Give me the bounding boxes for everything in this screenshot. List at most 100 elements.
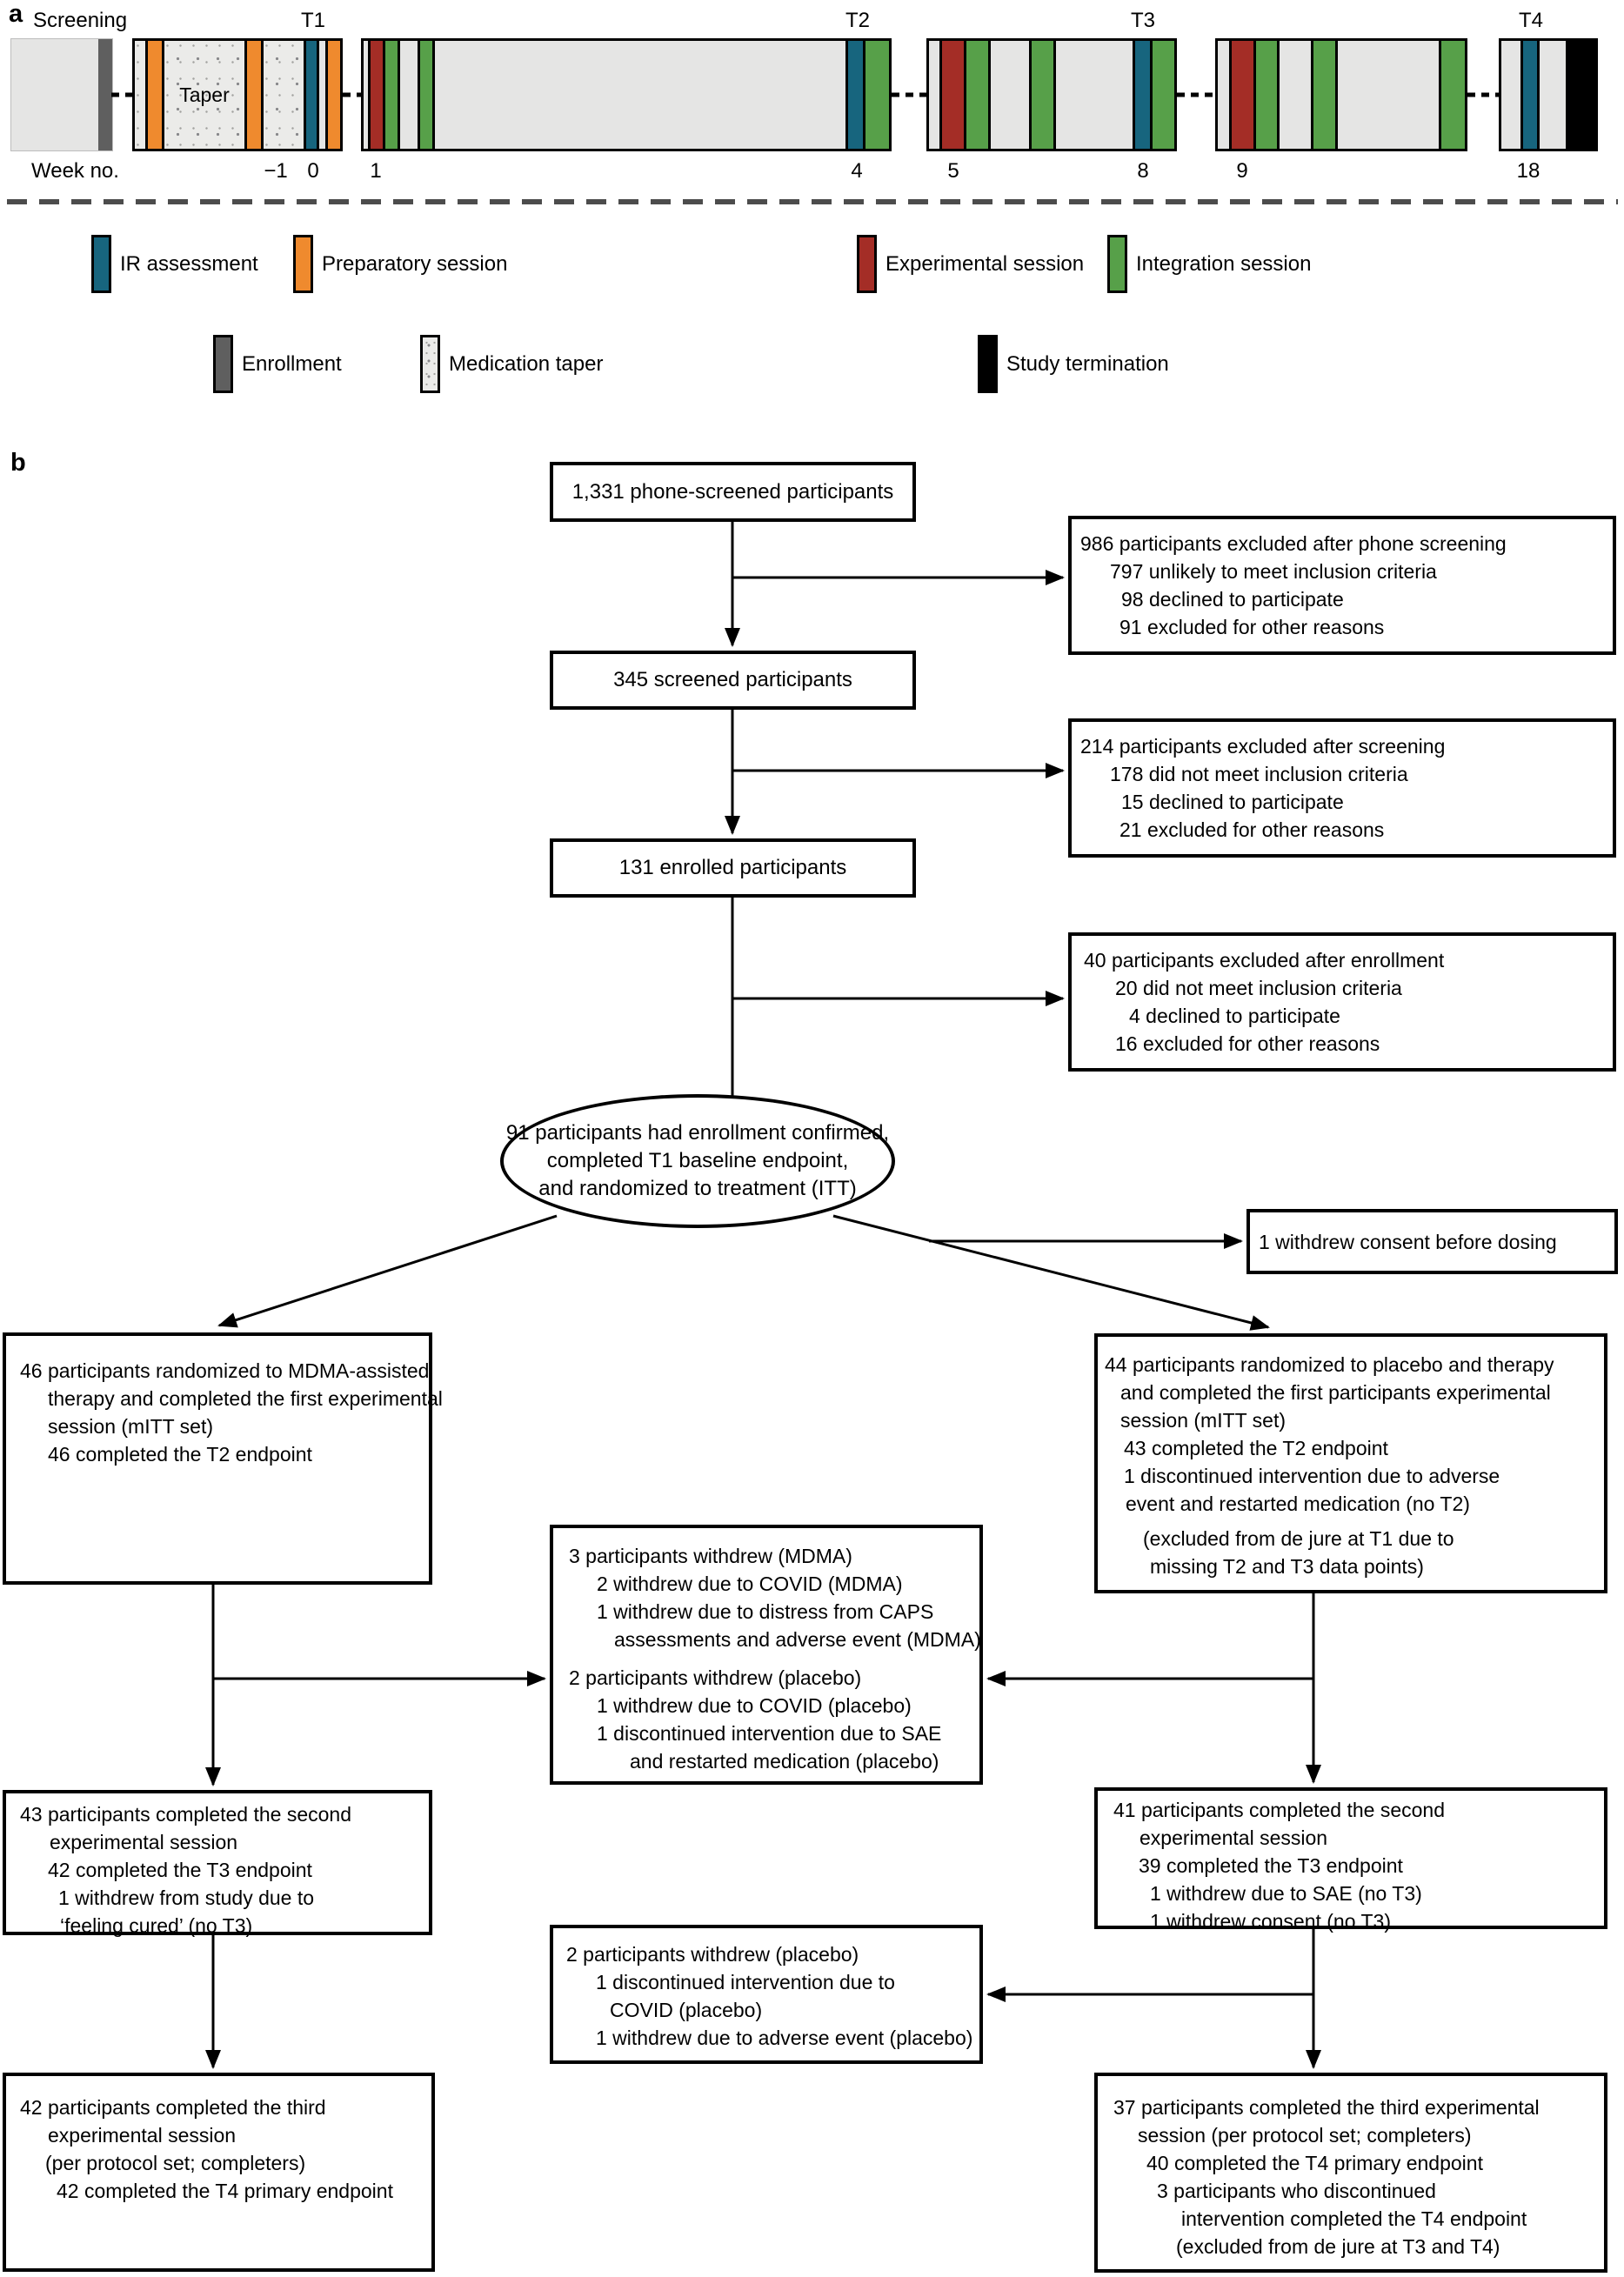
enroll-legend-swatch-icon	[213, 335, 233, 393]
prep-legend-swatch-icon	[293, 235, 313, 293]
flow-box-line: 46 participants randomized to MDMA-assis…	[20, 1359, 430, 1382]
flow-box-placebo-second-session: 41 participants completed the second expe…	[1094, 1787, 1607, 1933]
gray-session-block	[319, 41, 325, 149]
flow-box-line: missing T2 and T3 data points)	[1150, 1555, 1424, 1578]
gray-session-block	[929, 41, 939, 149]
term-session-block	[1568, 41, 1595, 149]
legend-label: Experimental session	[886, 251, 1085, 276]
taper-legend-swatch-icon	[420, 335, 440, 393]
timeline-segment-t4	[1499, 38, 1598, 151]
flow-box-line: experimental session	[48, 2124, 237, 2147]
legend-label: IR assessment	[120, 251, 258, 276]
week-number: −1	[264, 159, 288, 183]
gray-session-block	[1280, 41, 1311, 149]
flow-box-enrolled: 131 enrolled participants	[550, 838, 916, 898]
flow-box-line: and restarted medication (placebo)	[630, 1750, 939, 1773]
flow-box-line: experimental session	[50, 1831, 238, 1853]
gray-session-block	[1218, 41, 1229, 149]
timepoint-label-T4: T4	[1518, 9, 1544, 32]
flow-box-line: 2 participants withdrew (placebo)	[566, 1943, 859, 1966]
week-number: 8	[1137, 159, 1149, 183]
flow-box-placebo-randomized: 44 participants randomized to placebo an…	[1094, 1333, 1607, 1593]
enroll-session-block	[98, 39, 112, 150]
flow-box-line: 91 excluded for other reasons	[1119, 616, 1385, 638]
flow-box-line: 44 participants randomized to placebo an…	[1105, 1353, 1554, 1376]
flow-box-line: 42 completed the T4 primary endpoint	[57, 2180, 393, 2202]
flow-box-line: and completed the first participants exp…	[1120, 1381, 1551, 1404]
taper-session-block	[264, 41, 304, 149]
flow-box-line: event and restarted medication (no T2)	[1126, 1492, 1470, 1515]
flow-box-line: 1 withdrew due to distress from CAPS	[597, 1600, 934, 1623]
flow-box-line: intervention completed the T4 endpoint	[1181, 2207, 1527, 2230]
legend-item-enroll: Enrollment	[213, 335, 342, 393]
gray-session-block	[1338, 41, 1439, 149]
flow-box-line: 131 enrolled participants	[618, 856, 847, 879]
gray-session-block	[991, 41, 1029, 149]
flow-box-line: 1,331 phone-screened participants	[571, 479, 894, 504]
gray-session-block	[435, 41, 845, 149]
legend-item-taper: Medication taper	[420, 335, 603, 393]
flow-box-line: 797 unlikely to meet inclusion criteria	[1110, 560, 1437, 583]
timeline-segment-t2	[361, 38, 892, 151]
timeline-segment-screening	[10, 38, 113, 151]
ir-session-block	[306, 41, 317, 149]
flow-box-screened: 345 screened participants	[550, 651, 916, 710]
legend-item-ir: IR assessment	[91, 235, 258, 293]
flow-box-line: (excluded from de jure at T3 and T4)	[1176, 2235, 1500, 2258]
flow-box-line: COVID (placebo)	[610, 1999, 763, 2021]
flow-box-line: 1 withdrew consent before dosing	[1259, 1230, 1557, 1253]
timepoint-label-T3: T3	[1130, 9, 1156, 32]
taper-session-block	[135, 41, 145, 149]
week-number: 4	[851, 159, 863, 183]
week-number: 5	[947, 159, 959, 183]
flow-box-line: 41 participants completed the second	[1113, 1799, 1446, 1821]
flow-box-line: 1 discontinued intervention due to SAE	[597, 1722, 942, 1745]
flow-box-line: 1 withdrew due to COVID (placebo)	[597, 1694, 912, 1717]
integ-session-block	[1441, 41, 1465, 149]
flow-box-placebo-third-session: 37 participants completed the third expe…	[1094, 2073, 1607, 2273]
itt-randomization-ellipse: 91 participants had enrollment confirmed…	[500, 1094, 895, 1228]
legend-label: Integration session	[1136, 251, 1312, 276]
ir-session-block	[1523, 41, 1537, 149]
flow-box-excluded-phone-screening: 986 participants excluded after phone sc…	[1068, 516, 1616, 655]
week-number: 1	[370, 159, 382, 183]
flow-box-line: 1 withdrew consent (no T3)	[1150, 1910, 1391, 1933]
prep-session-block	[328, 41, 340, 149]
integ-session-block	[1313, 41, 1335, 149]
term-legend-swatch-icon	[978, 335, 998, 393]
flow-box-line: session (mITT set)	[1120, 1409, 1286, 1432]
flow-box-line: 1 discontinued intervention due to adver…	[1124, 1465, 1500, 1487]
ellipse-line: and randomized to treatment (ITT)	[538, 1177, 857, 1200]
integ-legend-swatch-icon	[1107, 235, 1127, 293]
flow-box-line: 1 withdrew due to adverse event (placebo…	[596, 2027, 973, 2049]
flow-box-line: 1 withdrew from study due to	[58, 1886, 315, 1909]
exp-legend-swatch-icon	[857, 235, 877, 293]
timepoint-label-T2: T2	[845, 9, 871, 32]
integ-session-block	[1032, 41, 1053, 149]
flow-box-line: session (per protocol set; completers)	[1138, 2124, 1472, 2147]
exp-session-block	[942, 41, 964, 149]
gray-session-block	[1540, 41, 1566, 149]
integ-session-block	[966, 41, 988, 149]
prep-session-block	[148, 41, 162, 149]
flow-box-line: 345 screened participants	[613, 668, 852, 691]
integ-session-block	[865, 41, 889, 149]
flow-box-line: (excluded from de jure at T1 due to	[1143, 1527, 1454, 1550]
flow-box-line: 46 completed the T2 endpoint	[48, 1443, 312, 1466]
flow-box-mdma-randomized: 46 participants randomized to MDMA-assis…	[3, 1332, 443, 1585]
flow-box-line: assessments and adverse event (MDMA)	[614, 1628, 981, 1651]
flow-box-line: 16 excluded for other reasons	[1115, 1032, 1380, 1055]
gray-session-block	[364, 41, 368, 149]
legend-item-exp: Experimental session	[857, 235, 1084, 293]
legend-label: Medication taper	[449, 351, 604, 376]
flow-box-line: 3 participants who discontinued	[1157, 2180, 1436, 2202]
gray-session-block	[11, 39, 98, 150]
flow-box-line: 37 participants completed the third expe…	[1113, 2096, 1540, 2119]
panel-a-label: a	[9, 0, 23, 28]
flow-box-line: 42 participants completed the third	[20, 2096, 326, 2119]
flow-box-line: experimental session	[1139, 1826, 1328, 1849]
ir-legend-swatch-icon	[91, 235, 111, 293]
flow-box-line: 39 completed the T3 endpoint	[1139, 1854, 1403, 1877]
timeline-segment-t9-week	[1215, 38, 1467, 151]
flow-box-withdrew-consent-before-dosing: 1 withdrew consent before dosing	[1246, 1209, 1618, 1274]
